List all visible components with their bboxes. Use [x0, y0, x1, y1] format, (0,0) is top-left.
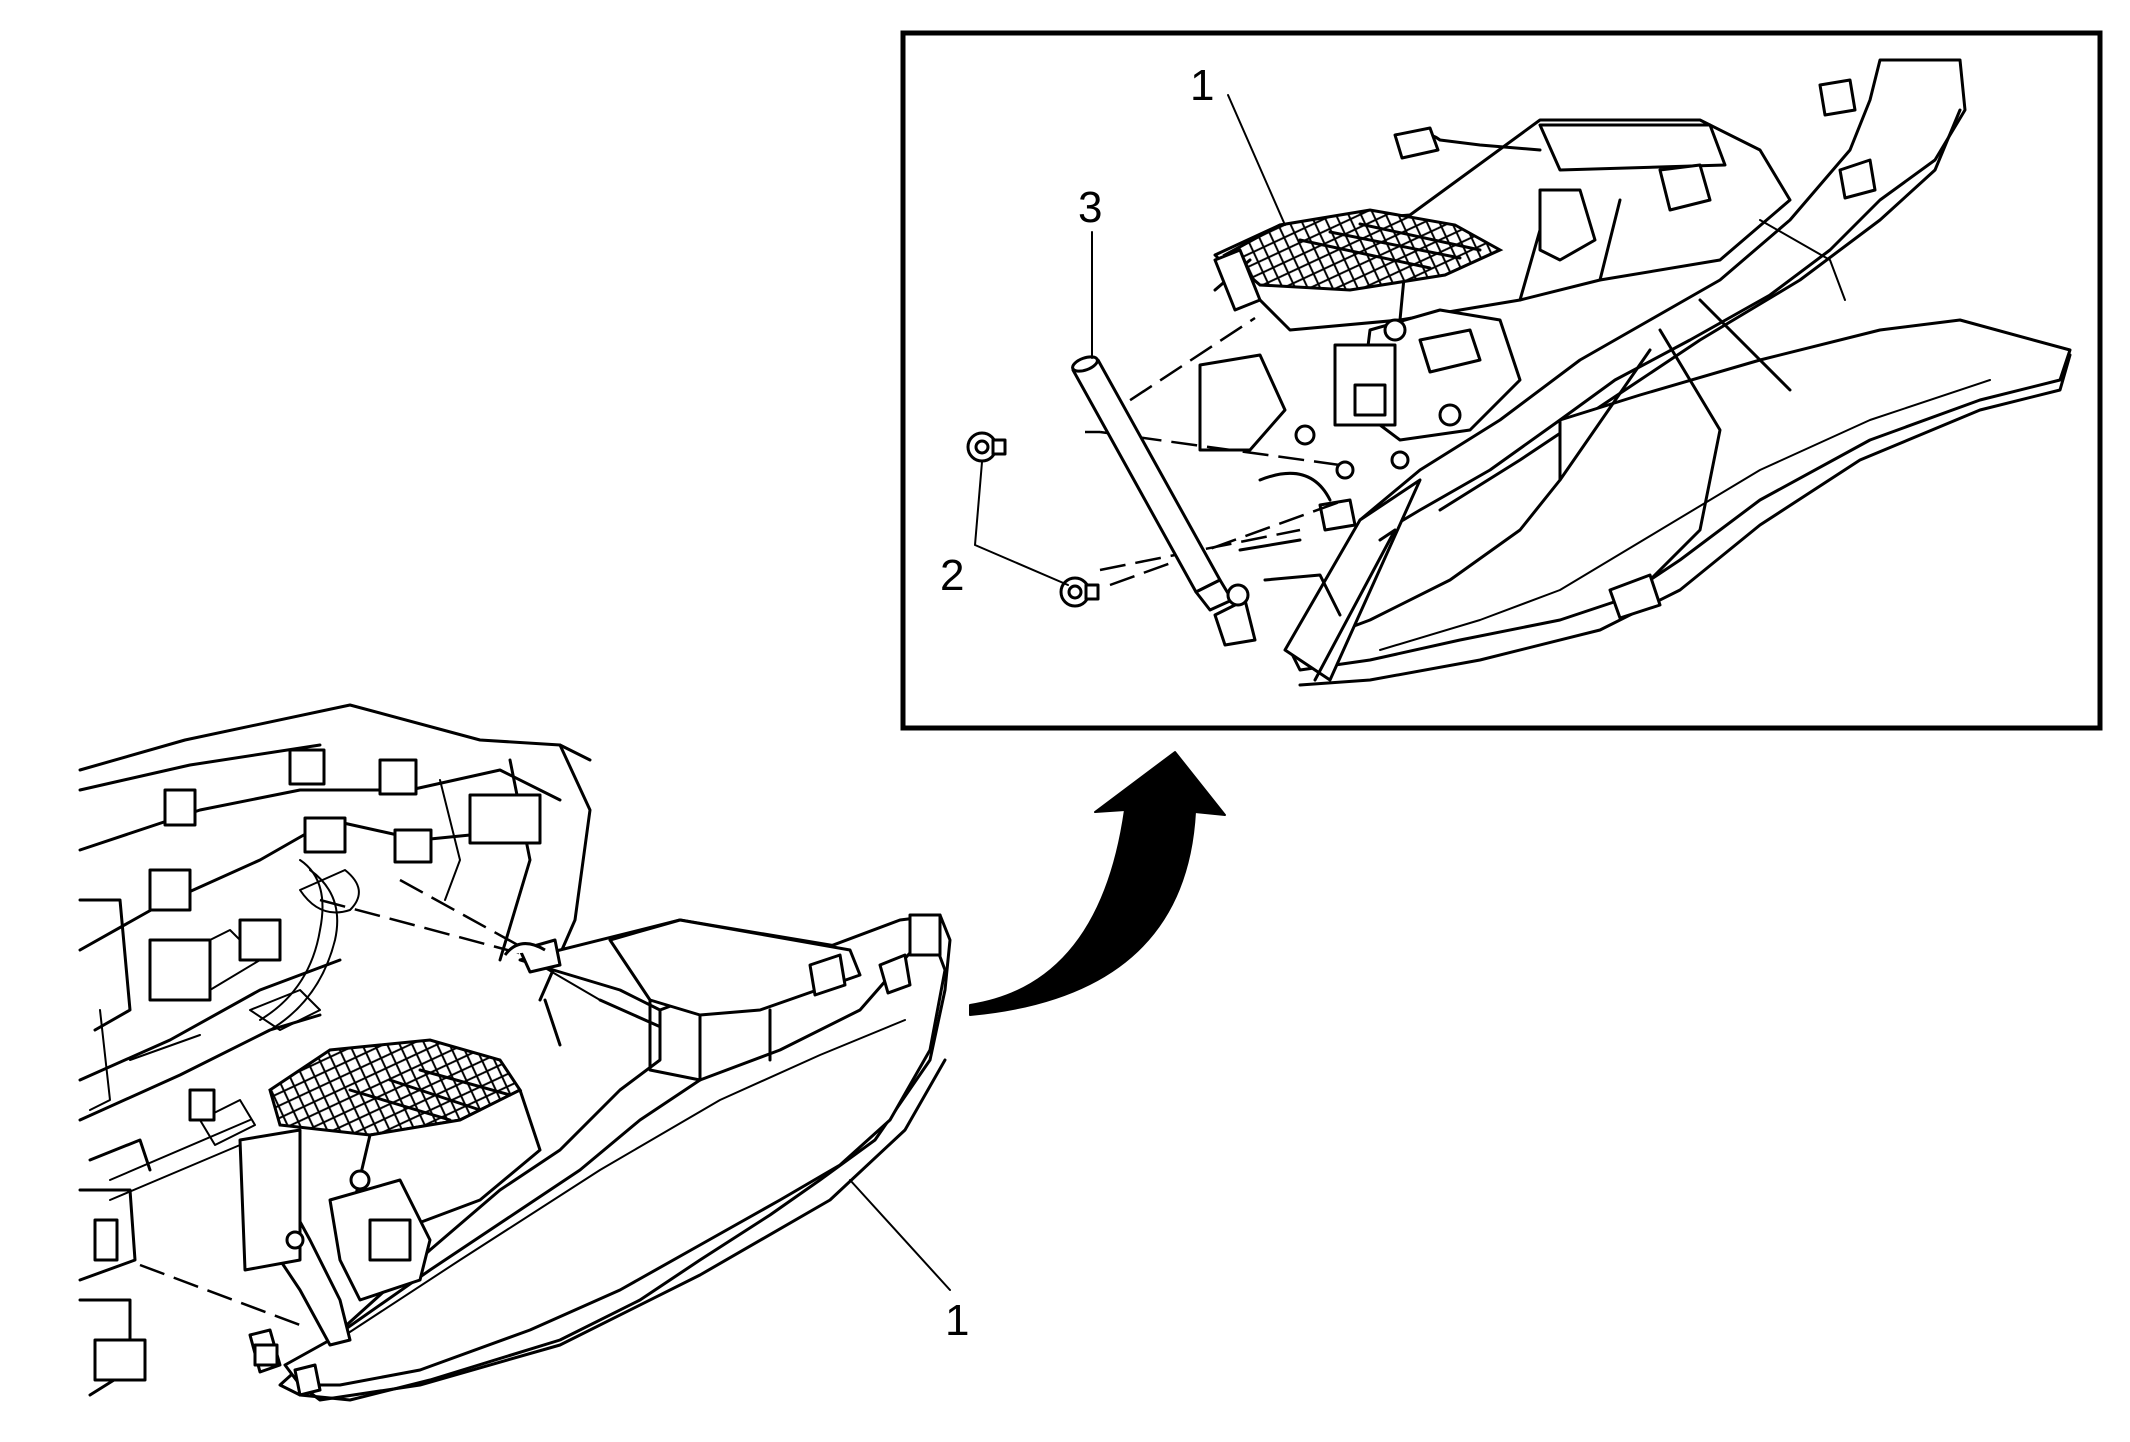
- callout-detail-3: 3: [1078, 183, 1102, 232]
- alignment-line: [139, 1263, 301, 1327]
- leader-line-main: [849, 1179, 951, 1291]
- main-view: 1: [78, 703, 969, 1402]
- transition-arrow: [969, 751, 1226, 1016]
- detail-alignment-line: [1109, 498, 1346, 587]
- glove-box-detail: [1198, 58, 2072, 687]
- instrument-panel-structure: [78, 703, 592, 1397]
- callout-detail-2: 2: [940, 551, 964, 600]
- alignment-line: [399, 878, 546, 962]
- detail-inset: 3 2 1: [900, 30, 2103, 731]
- callout-main-1: 1: [945, 1296, 969, 1345]
- leader-line-1-detail: [1227, 94, 1286, 226]
- glove-box-installed: [238, 913, 952, 1402]
- leader-line-2: [974, 461, 1069, 586]
- part-3-hinge-pin: [1071, 355, 1250, 612]
- detail-alignment-line: [1099, 316, 1256, 422]
- callout-detail-1: 1: [1190, 61, 1214, 110]
- detail-alignment-line: [1099, 528, 1301, 572]
